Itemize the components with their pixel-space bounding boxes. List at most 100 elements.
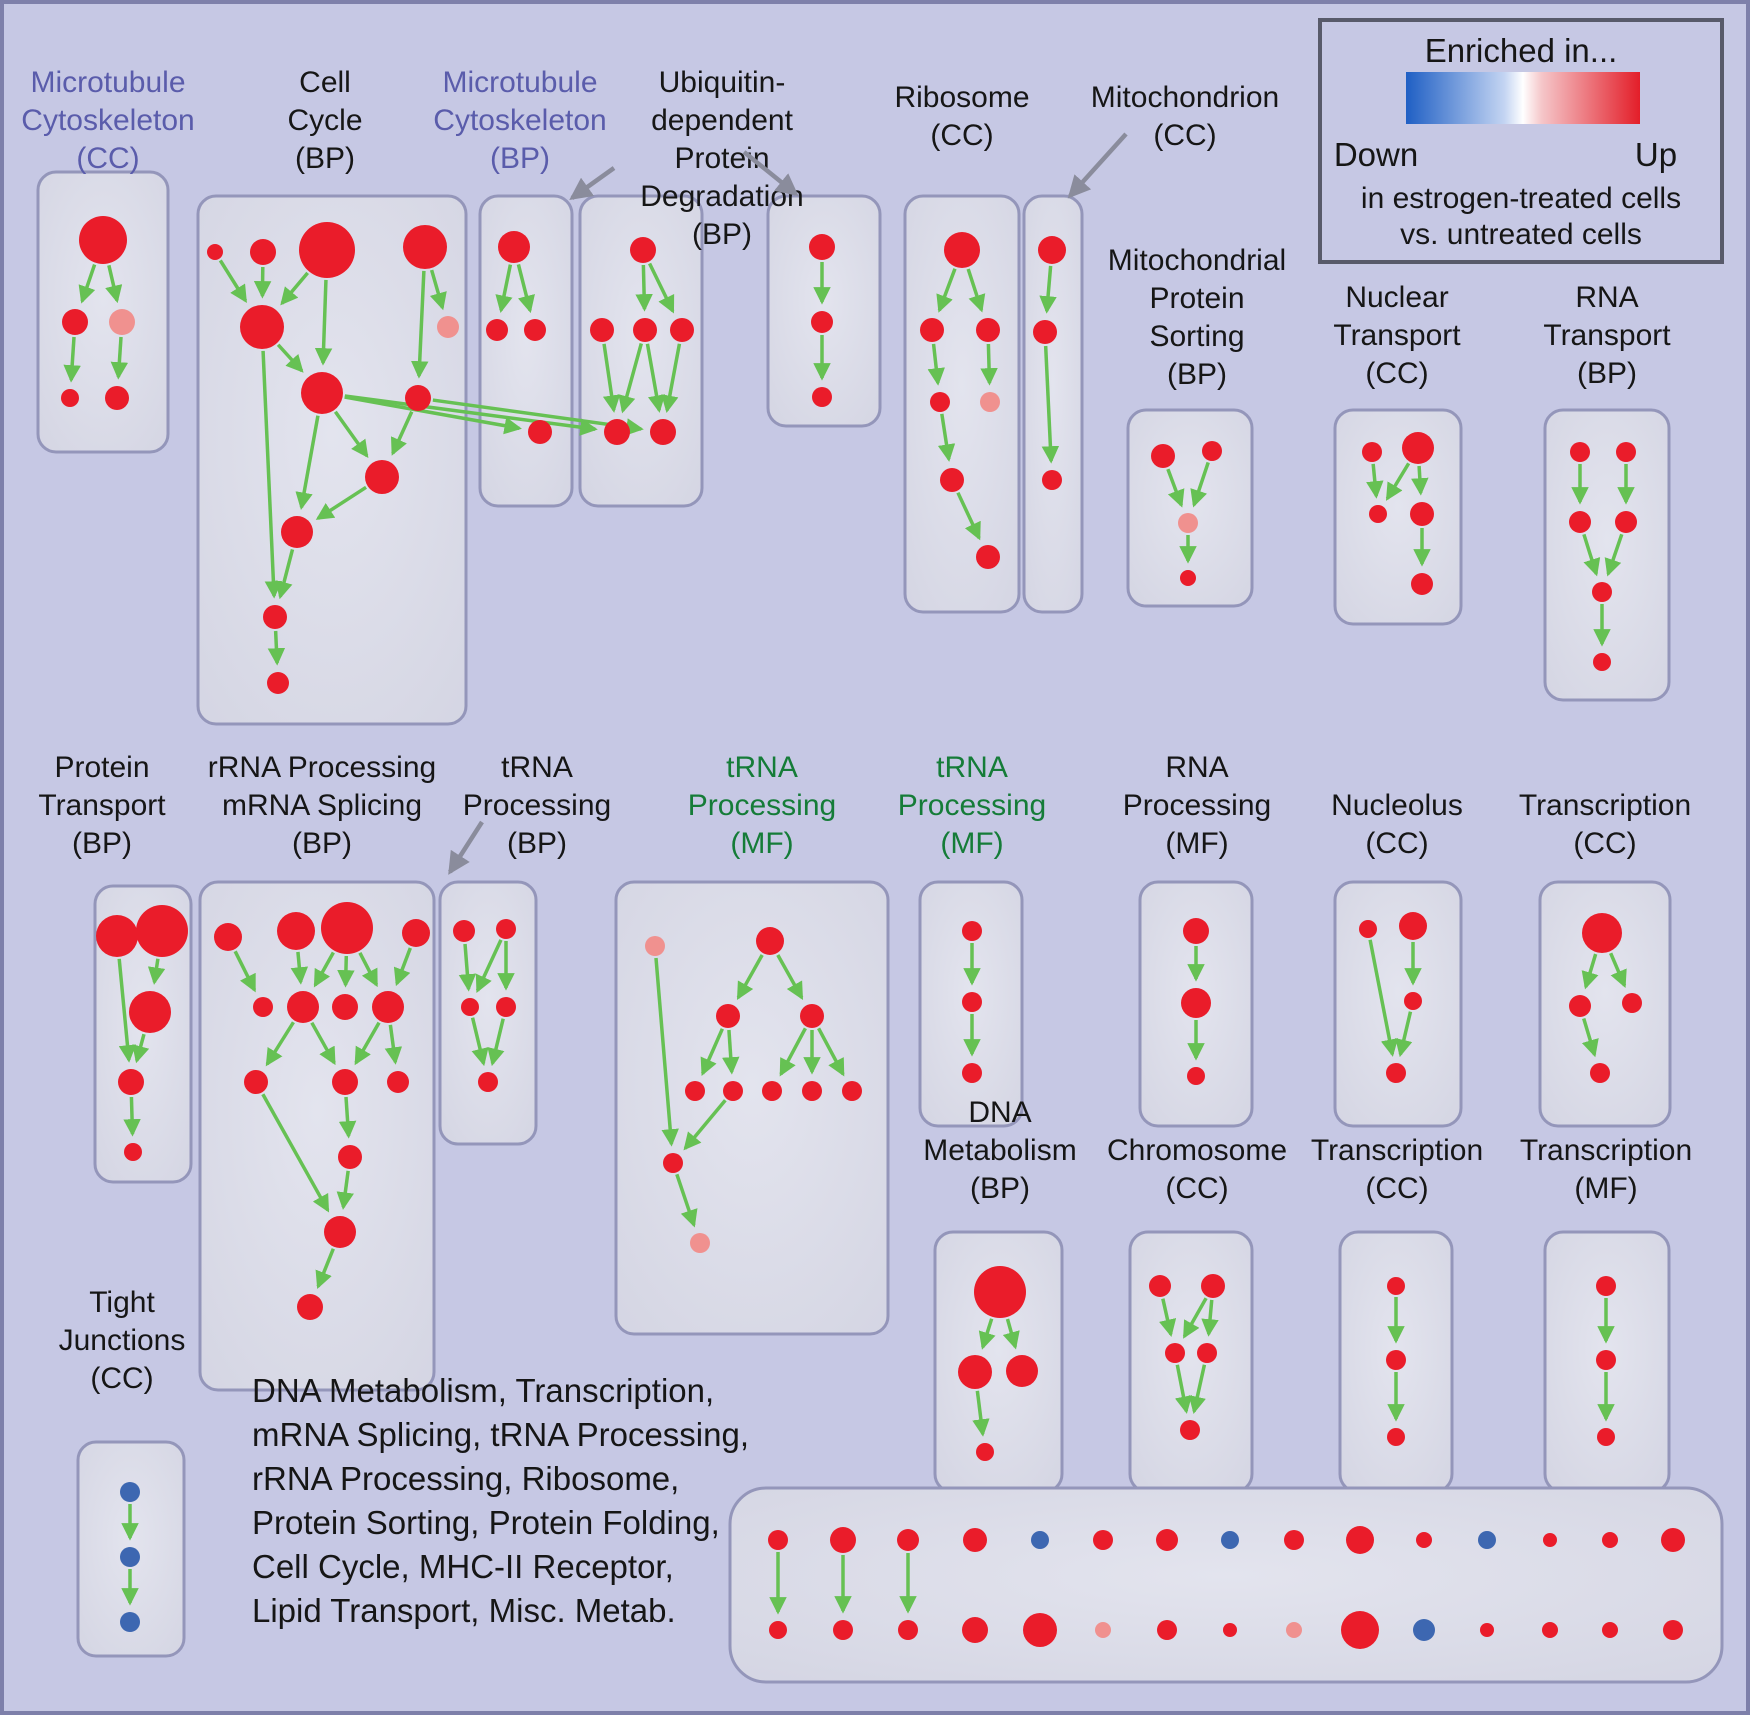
mixed-terms-strip-node-19 — [1023, 1613, 1057, 1647]
cell-cycle-bp-label: Cell — [299, 66, 351, 99]
ribosome-cc-label: (CC) — [930, 119, 993, 152]
nucleolus-cc-node-3 — [1386, 1063, 1406, 1083]
chromosome-cc-box — [1128, 1230, 1254, 1494]
transcription-mf-node-0 — [1596, 1276, 1616, 1296]
nuclear-transport-cc-node-2 — [1369, 505, 1387, 523]
transcription-cc-1-edge-2 — [1581, 1017, 1599, 1058]
ubiquitin-degradation-bp-1-edge-1 — [648, 262, 675, 314]
microtubule-cytoskeleton-cc-node-1 — [62, 309, 88, 335]
dna-metabolism-bp-edge-0 — [978, 1318, 996, 1350]
rna-processing-mf-label: Processing — [1123, 789, 1271, 822]
rrna-processing-mrna-splicing-bp-edge-0 — [233, 950, 257, 993]
cross-edge-2 — [432, 398, 644, 436]
tight-junctions-cc-label: Junctions — [59, 1324, 186, 1357]
protein-transport-bp-node-2 — [129, 991, 171, 1033]
rna-processing-mf-node-2 — [1187, 1067, 1205, 1085]
misc-term-list-line: mRNA Splicing, tRNA Processing, — [252, 1416, 749, 1453]
chromosome-cc-label: (CC) — [1165, 1172, 1228, 1205]
nucleolus-cc-label: (CC) — [1365, 827, 1428, 860]
cell-cycle-bp-node-0 — [207, 244, 223, 260]
mixed-terms-strip-node-3 — [963, 1528, 987, 1552]
rna-transport-bp-node-3 — [1615, 511, 1637, 533]
chromosome-cc-edge-2 — [1201, 1299, 1219, 1337]
mixed-terms-strip-node-12 — [1543, 1533, 1557, 1547]
mitochondrion-cc-node-1 — [1033, 320, 1057, 344]
label-pointer-arrow-3 — [448, 820, 484, 875]
trna-processing-bp-label: tRNA — [501, 751, 573, 784]
mixed-terms-strip-node-8 — [1284, 1530, 1304, 1550]
dna-metabolism-bp-node-1 — [958, 1355, 992, 1389]
cell-cycle-bp-edge-3 — [314, 279, 333, 366]
ubiquitin-degradation-bp-2-node-1 — [811, 311, 833, 333]
mixed-terms-strip-node-29 — [1663, 1620, 1683, 1640]
transcription-cc-2-label: Transcription — [1311, 1134, 1483, 1167]
nuclear-transport-cc-edge-2 — [1411, 465, 1429, 496]
trna-processing-mf-large-edge-0 — [736, 954, 764, 1000]
microtubule-cytoskeleton-cc-edge-1 — [105, 264, 123, 304]
chromosome-cc-edge-3 — [1174, 1364, 1193, 1414]
rrna-processing-mrna-splicing-bp-edge-3 — [337, 955, 355, 988]
mitochondrial-protein-sorting-bp-node-1 — [1202, 441, 1222, 461]
nucleolus-cc-box — [1333, 880, 1463, 1128]
tight-junctions-cc-label: (CC) — [90, 1362, 153, 1395]
cell-cycle-bp-edge-9 — [390, 410, 414, 456]
ubiquitin-degradation-bp-1-edge-2 — [602, 343, 621, 413]
chromosome-cc-edge-1 — [1182, 1297, 1208, 1339]
rna-transport-bp-node-1 — [1616, 442, 1636, 462]
tight-junctions-cc-node-1 — [120, 1547, 140, 1567]
transcription-cc-2-node-2 — [1387, 1428, 1405, 1446]
rrna-processing-mrna-splicing-bp-node-4 — [253, 997, 273, 1017]
trna-processing-mf-large-edge-1 — [776, 954, 804, 1000]
mitochondrial-protein-sorting-bp-label: Mitochondrial — [1108, 244, 1286, 277]
rrna-processing-mrna-splicing-bp-node-6 — [332, 994, 358, 1020]
microtubule-cytoskeleton-bp-label: (BP) — [490, 142, 550, 175]
mixed-terms-strip-node-21 — [1157, 1620, 1177, 1640]
cell-cycle-bp-node-7 — [405, 385, 431, 411]
cell-cycle-bp-edge-0 — [218, 259, 248, 303]
chromosome-cc-node-4 — [1180, 1420, 1200, 1440]
protein-transport-bp-edge-2 — [132, 1033, 150, 1064]
rrna-processing-mrna-splicing-bp-edge-8 — [354, 1021, 381, 1066]
rrna-processing-mrna-splicing-bp-node-2 — [321, 902, 373, 954]
rrna-processing-mrna-splicing-bp-edge-13 — [261, 1093, 330, 1213]
chromosome-cc-edge-0 — [1159, 1298, 1177, 1338]
rrna-processing-mrna-splicing-bp-node-5 — [287, 991, 319, 1023]
rrna-processing-mrna-splicing-bp-node-3 — [402, 919, 430, 947]
ribosome-cc-label: Ribosome — [894, 81, 1029, 114]
mitochondrial-protein-sorting-bp-label: (BP) — [1167, 358, 1227, 391]
trna-processing-mf-small-label: Processing — [898, 789, 1046, 822]
trna-processing-mf-small-node-1 — [962, 992, 982, 1012]
protein-transport-bp-edge-3 — [123, 1096, 141, 1137]
trna-processing-mf-large-node-9 — [663, 1153, 683, 1173]
microtubule-cytoskeleton-cc-edge-0 — [78, 264, 97, 304]
trna-processing-mf-small-node-0 — [962, 921, 982, 941]
mitochondrial-protein-sorting-bp-node-0 — [1151, 444, 1175, 468]
microtubule-cytoskeleton-bp-label: Cytoskeleton — [433, 104, 606, 137]
trna-processing-mf-large-label: tRNA — [726, 751, 798, 784]
rrna-processing-mrna-splicing-bp-label: rRNA Processing — [208, 751, 436, 784]
ubiquitin-degradation-bp-1-node-3 — [670, 318, 694, 342]
misc-term-list-line: Cell Cycle, MHC-II Receptor, — [252, 1548, 674, 1585]
legend-gradient-bar — [1406, 72, 1640, 124]
trna-processing-bp-node-3 — [496, 997, 516, 1017]
nuclear-transport-cc-label: Transport — [1333, 319, 1461, 352]
microtubule-cytoskeleton-bp-label: Microtubule — [442, 66, 597, 99]
edges-layer — [63, 259, 1635, 1615]
nuclear-transport-cc-node-3 — [1410, 502, 1434, 526]
misc-term-list-line: Protein Sorting, Protein Folding, — [252, 1504, 720, 1541]
rna-processing-mf-label: RNA — [1165, 751, 1228, 784]
microtubule-cytoskeleton-cc-node-0 — [79, 216, 127, 264]
microtubule-cytoskeleton-cc-box — [36, 170, 170, 454]
nuclear-transport-cc-edge-0 — [1366, 463, 1384, 499]
nucleolus-cc-label: Nucleolus — [1331, 789, 1463, 822]
dna-metabolism-bp-label: (BP) — [970, 1172, 1030, 1205]
ribosome-cc-edge-3 — [980, 343, 998, 386]
chromosome-cc-node-3 — [1197, 1343, 1217, 1363]
trna-processing-mf-large-edge-2 — [700, 1028, 724, 1077]
mixed-terms-strip-node-1 — [830, 1527, 856, 1553]
trna-processing-mf-large-edge-9 — [675, 1173, 698, 1228]
rna-transport-bp-node-2 — [1569, 511, 1591, 533]
ribosome-cc-node-1 — [920, 318, 944, 342]
mixed-terms-strip-node-14 — [1661, 1528, 1685, 1552]
